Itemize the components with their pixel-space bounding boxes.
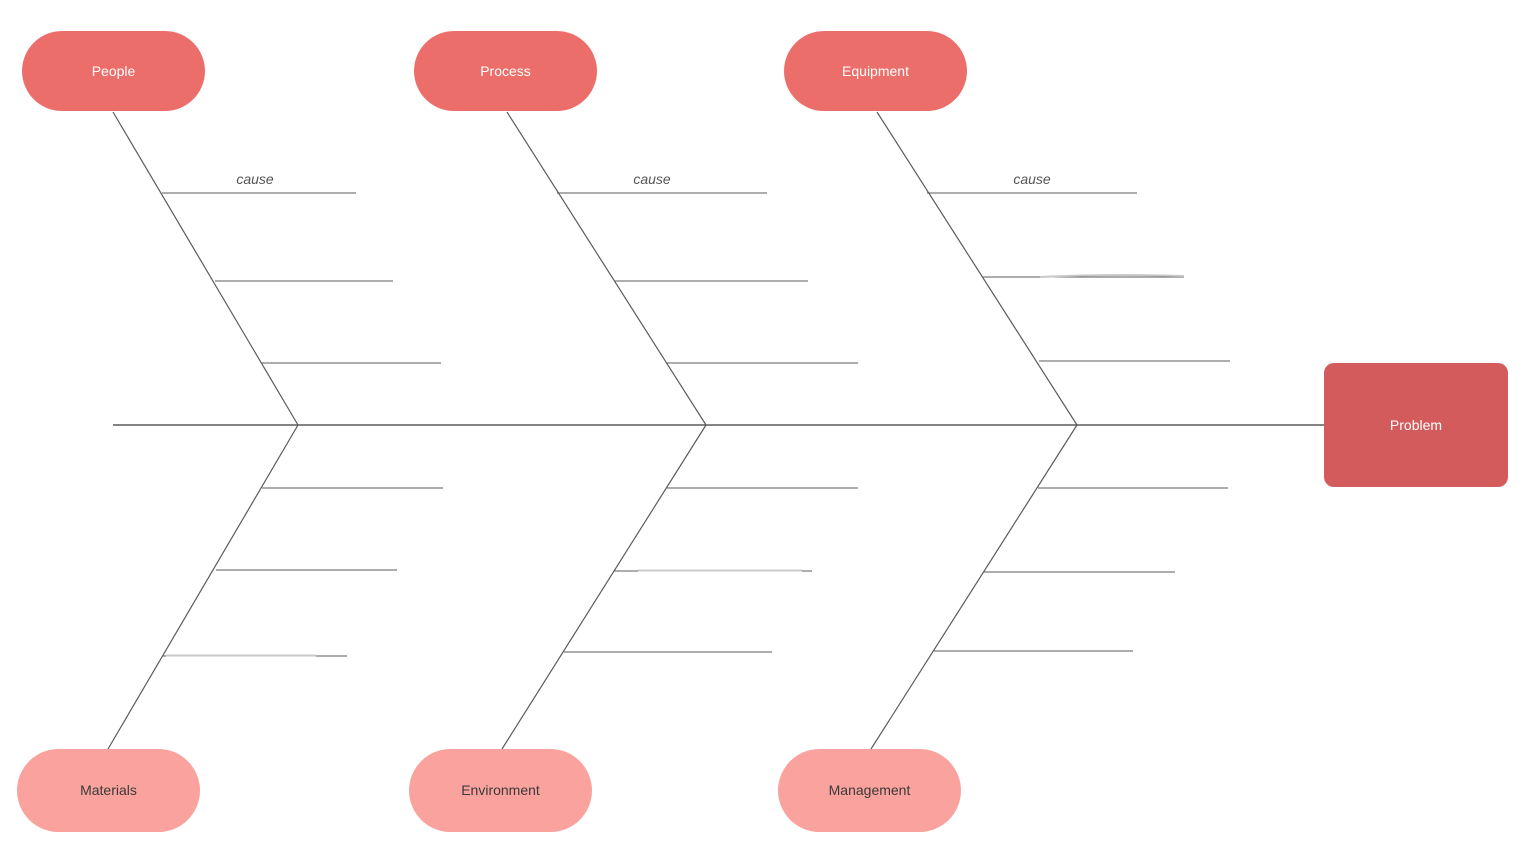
category-label-management: Management [828,782,911,799]
category-label-people: People [91,62,136,79]
sketch-overlay-lines [166,273,1185,657]
cause-label-process[interactable]: cause [633,171,671,187]
equipment-branch-lines [927,192,1230,362]
people-branch-lines [162,192,441,364]
sketch-overlay [1039,273,1185,278]
category-pill-environment[interactable]: Environment [409,749,592,832]
category-pill-process[interactable]: Process [414,31,597,111]
cause-label-people[interactable]: cause [236,171,274,187]
bone-people [112,111,299,426]
materials-branch-lines [162,487,443,657]
category-label-process: Process [480,62,531,79]
category-label-equipment: Equipment [842,62,909,79]
bone-equipment [876,111,1078,426]
category-label-environment: Environment [461,782,540,799]
category-label-materials: Materials [80,782,137,799]
management-branch-lines [934,487,1228,652]
problem-box[interactable]: Problem [1324,363,1508,487]
bone-materials [107,424,299,750]
category-pill-people[interactable]: People [22,31,205,111]
bone-management [870,424,1078,750]
category-pill-equipment[interactable]: Equipment [784,31,967,111]
cause-label-equipment[interactable]: cause [1013,171,1051,187]
problem-label: Problem [1389,417,1443,433]
category-pill-management[interactable]: Management [778,749,961,832]
bone-environment [501,424,707,750]
bone-process [506,111,707,426]
process-branch-lines [557,192,858,364]
category-pill-materials[interactable]: Materials [17,749,200,832]
